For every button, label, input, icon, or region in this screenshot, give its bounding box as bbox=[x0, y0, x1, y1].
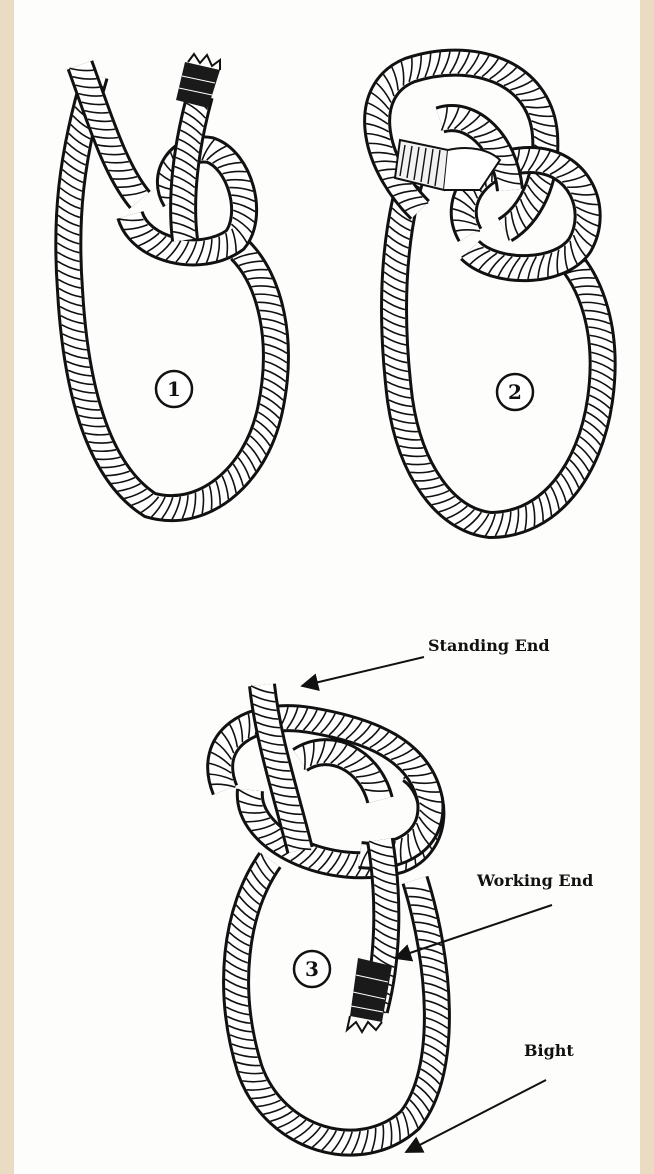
step-1-badge: 1 bbox=[156, 371, 192, 407]
fig1-working-end bbox=[172, 94, 207, 240]
fig3-bight-loop bbox=[225, 854, 448, 1154]
step-3-number: 3 bbox=[305, 957, 319, 981]
figure-3: 3 bbox=[209, 685, 448, 1154]
fig3-whipping bbox=[347, 958, 392, 1032]
step-3-badge: 3 bbox=[294, 951, 330, 987]
working-end-label: Working End bbox=[477, 871, 593, 890]
fig1-whipping bbox=[176, 54, 220, 108]
figure-2: 2 bbox=[366, 52, 614, 536]
step-1-number: 1 bbox=[167, 377, 181, 401]
step-2-number: 2 bbox=[508, 380, 522, 404]
figure-1: 1 bbox=[57, 54, 287, 519]
bight-label: Bight bbox=[524, 1041, 574, 1060]
fig3-knot-upper bbox=[209, 707, 441, 867]
fig1-bight-loop bbox=[57, 71, 287, 519]
step-2-badge: 2 bbox=[497, 374, 533, 410]
standing-end-arrow bbox=[302, 657, 424, 686]
standing-end-label: Standing End bbox=[428, 636, 550, 655]
